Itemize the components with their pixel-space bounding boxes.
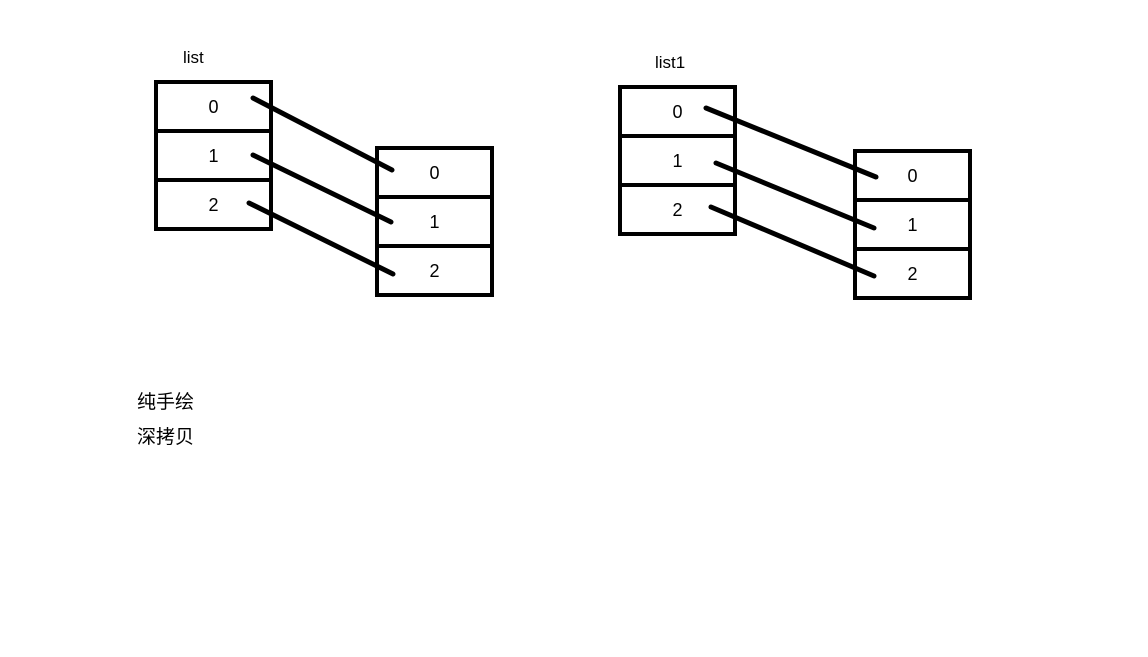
connector-line-list-0 [250, 95, 395, 173]
list-source-cell-2: 2 [158, 178, 269, 227]
list-target-cell-1: 1 [379, 195, 490, 244]
list-target-cell-0: 0 [429, 162, 440, 183]
list1-target-table: 0 1 2 [853, 149, 972, 300]
caption-deep-copy: 深拷贝 [137, 427, 195, 448]
list1-label: list1 [655, 53, 686, 72]
list-target-table: 0 1 2 [375, 146, 494, 297]
list1-target-cell-0: 0 [907, 165, 918, 186]
list-source-cell-0: 0 [208, 96, 219, 117]
list1-source-cell-0: 0 [672, 101, 683, 122]
connector-line-list-1 [250, 152, 394, 225]
list-target-cell-2: 2 [379, 244, 490, 293]
list1-target-cell-2: 2 [857, 247, 968, 296]
list-source-table: 0 1 2 [154, 80, 273, 231]
list-label: list [183, 48, 204, 67]
list1-source-cell-2: 2 [622, 183, 733, 232]
list-source-cell-1: 1 [158, 129, 269, 178]
connector-line-list1-1 [713, 160, 877, 231]
list1-source-cell-1: 1 [622, 134, 733, 183]
list1-target-cell-1: 1 [857, 198, 968, 247]
caption-hand-drawn: 纯手绘 [137, 392, 195, 413]
list1-source-table: 0 1 2 [618, 85, 737, 236]
